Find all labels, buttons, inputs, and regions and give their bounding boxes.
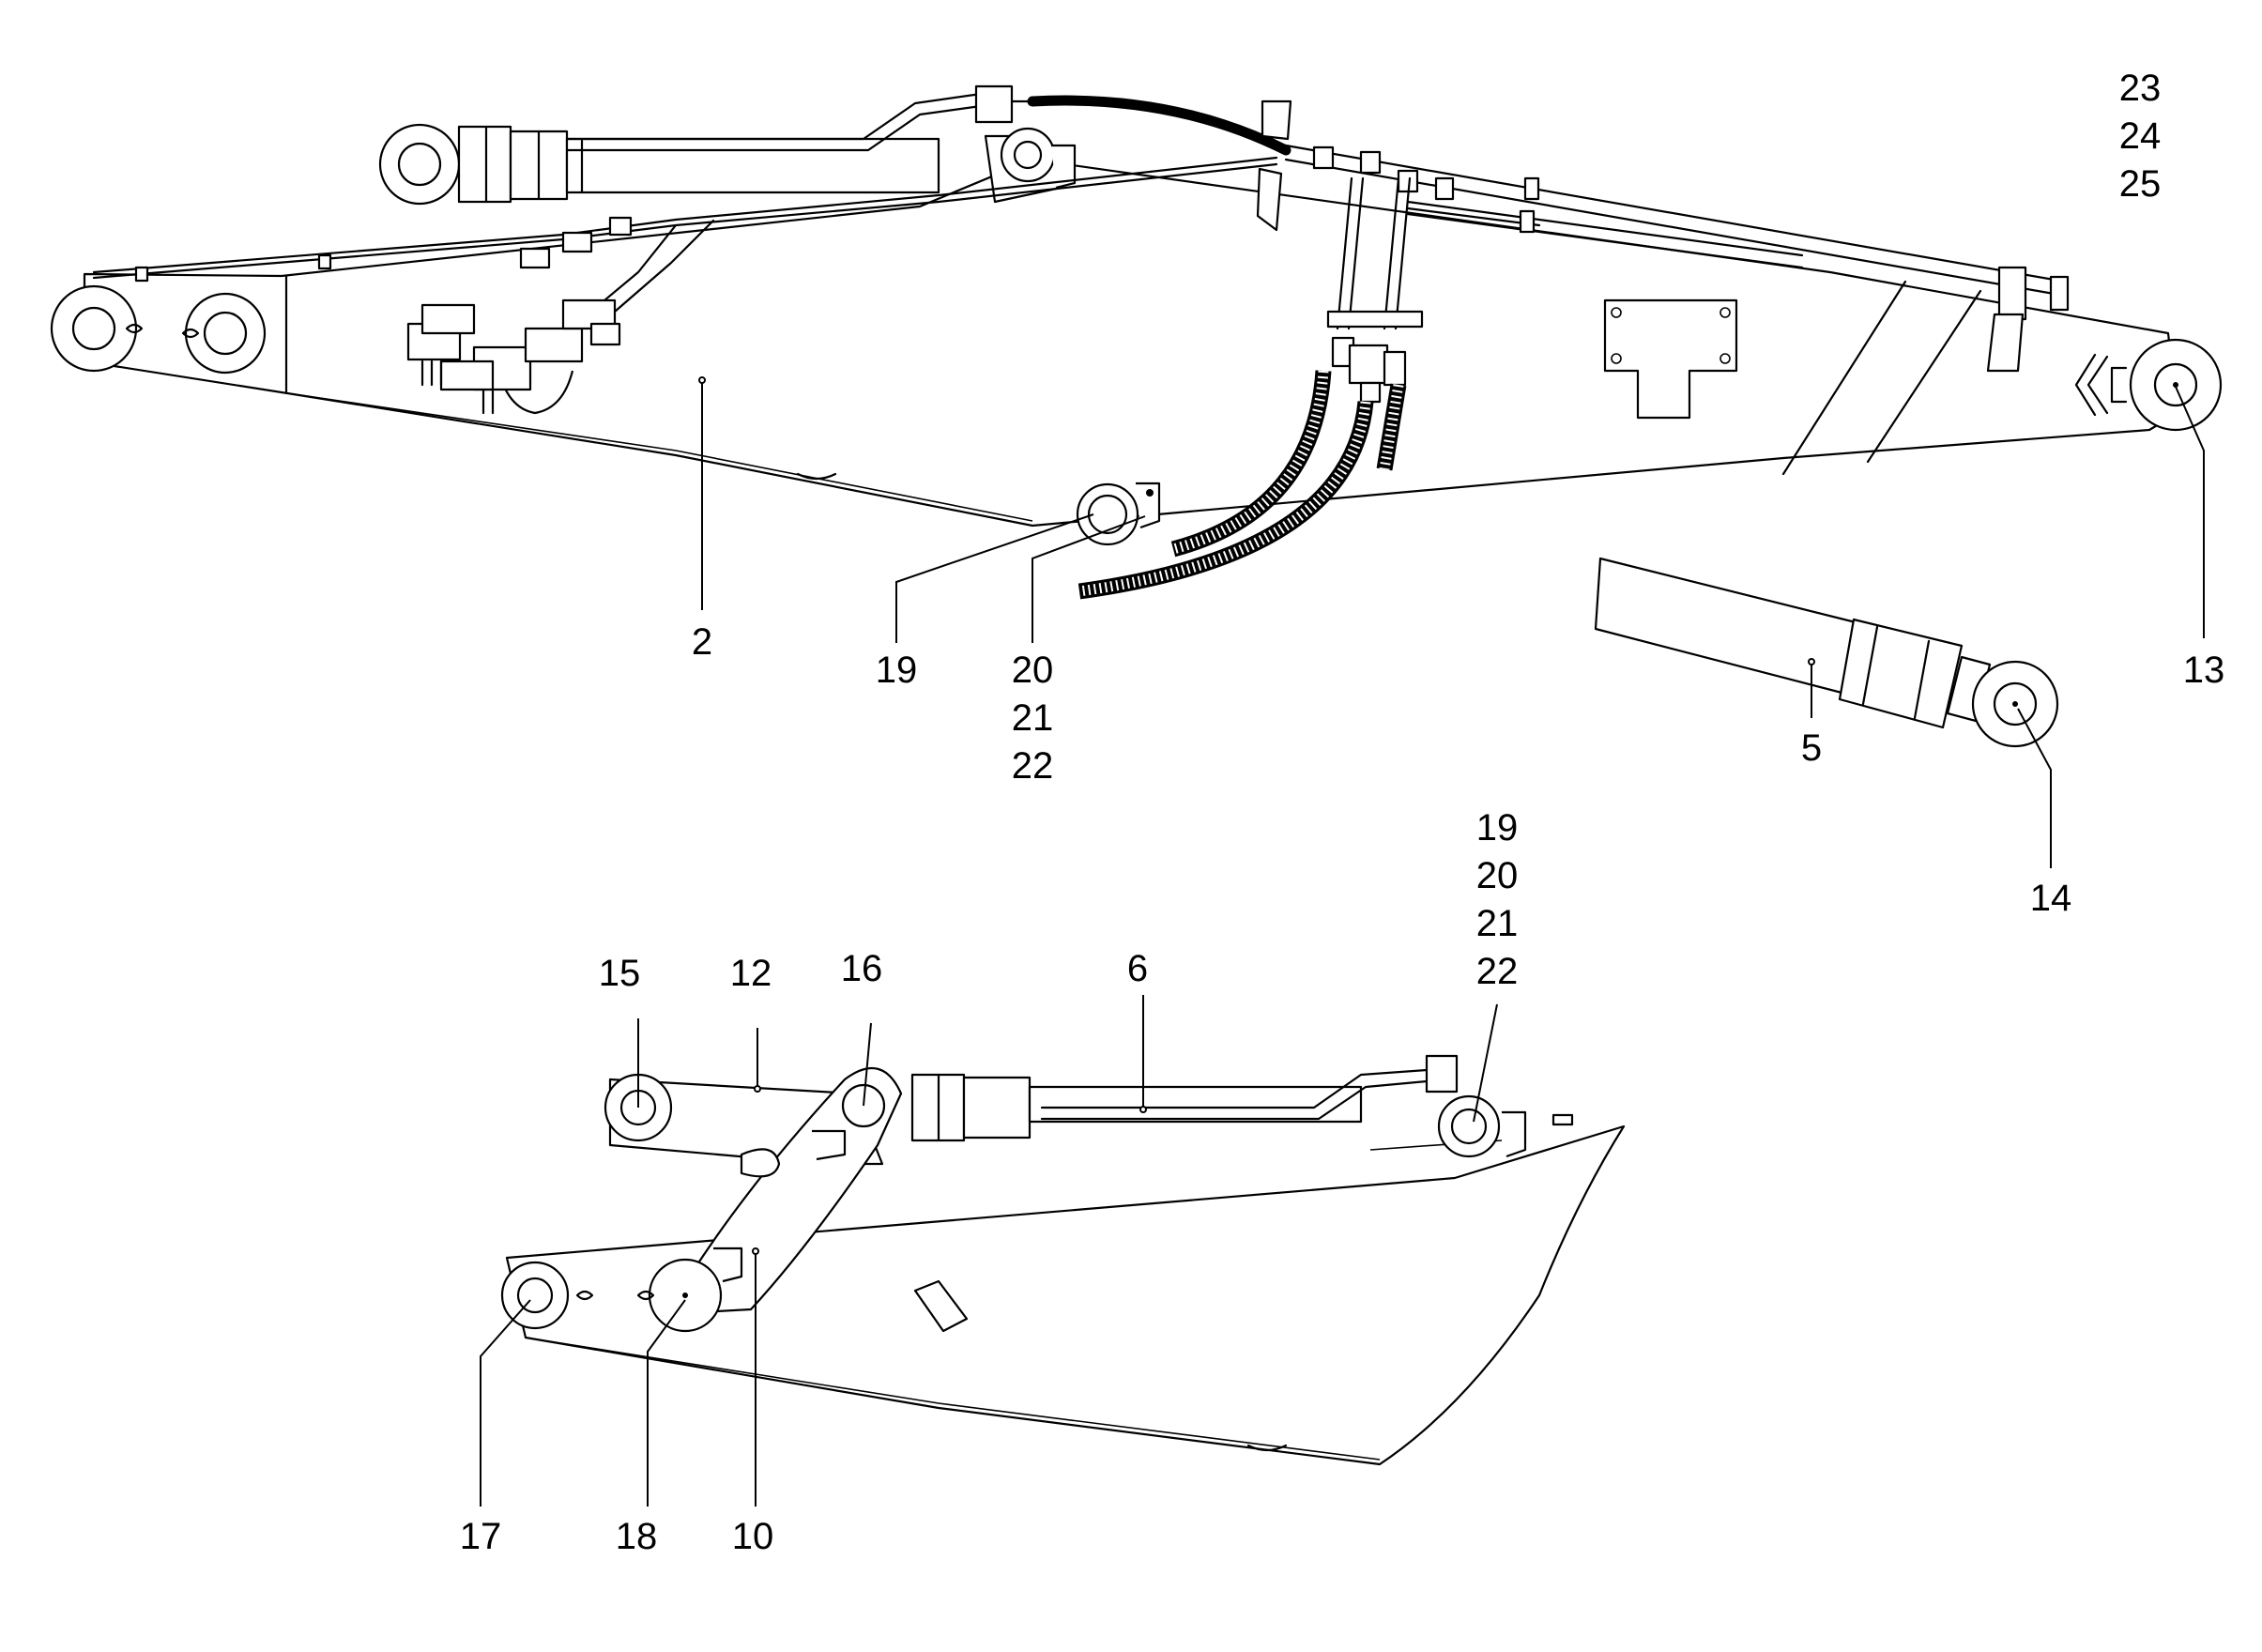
callout-22: 22 xyxy=(1012,745,1054,787)
callout-6: 6 xyxy=(1127,948,1148,989)
callout-22-lower: 22 xyxy=(1476,951,1519,992)
boom-cylinder xyxy=(378,123,1077,206)
callout-labels: 2 19 20 21 22 23 24 25 13 5 14 15 12 16 … xyxy=(460,68,2225,1557)
hose-tag xyxy=(1256,99,1292,232)
boom-nose-pin xyxy=(2074,338,2223,432)
bucket-cylinder xyxy=(910,1054,1503,1151)
leader-lines xyxy=(480,376,2205,1507)
callout-16: 16 xyxy=(841,948,883,989)
callout-19: 19 xyxy=(876,650,918,691)
hose-drop-assembly xyxy=(1078,176,1424,600)
callout-24: 24 xyxy=(2119,115,2162,157)
valve-cluster xyxy=(406,216,633,415)
callout-12: 12 xyxy=(730,953,772,994)
callout-25: 25 xyxy=(2119,163,2162,205)
callout-21: 21 xyxy=(1012,697,1054,739)
callout-20-lower: 20 xyxy=(1476,855,1519,896)
arm-body xyxy=(505,1124,1626,1466)
callout-13: 13 xyxy=(2183,650,2225,691)
callout-20: 20 xyxy=(1012,650,1054,691)
boom-foot-pin-left xyxy=(50,284,144,373)
callout-17: 17 xyxy=(460,1516,502,1557)
callout-5: 5 xyxy=(1801,727,1822,769)
callout-23: 23 xyxy=(2119,68,2162,109)
callout-15: 15 xyxy=(599,953,641,994)
callout-2: 2 xyxy=(692,621,712,663)
boom-body xyxy=(83,158,2179,528)
callout-19-lower: 19 xyxy=(1476,807,1519,849)
boom-grease-bushing xyxy=(1076,482,1161,546)
boom-mount-bracket xyxy=(1603,298,1738,420)
cylinder-tubes xyxy=(565,84,1034,152)
callout-18: 18 xyxy=(616,1516,658,1557)
arm-cylinder xyxy=(1594,557,2059,748)
arm-foot-pin xyxy=(500,1261,594,1330)
callout-10: 10 xyxy=(732,1516,774,1557)
upper-hose-routing xyxy=(1027,95,2070,373)
arm-mid-pin xyxy=(636,1247,743,1333)
callout-14: 14 xyxy=(2030,878,2072,919)
callout-21-lower: 21 xyxy=(1476,903,1519,944)
arm-nose-pin xyxy=(1437,1094,1574,1158)
boom-foot-pin-right xyxy=(181,292,267,375)
